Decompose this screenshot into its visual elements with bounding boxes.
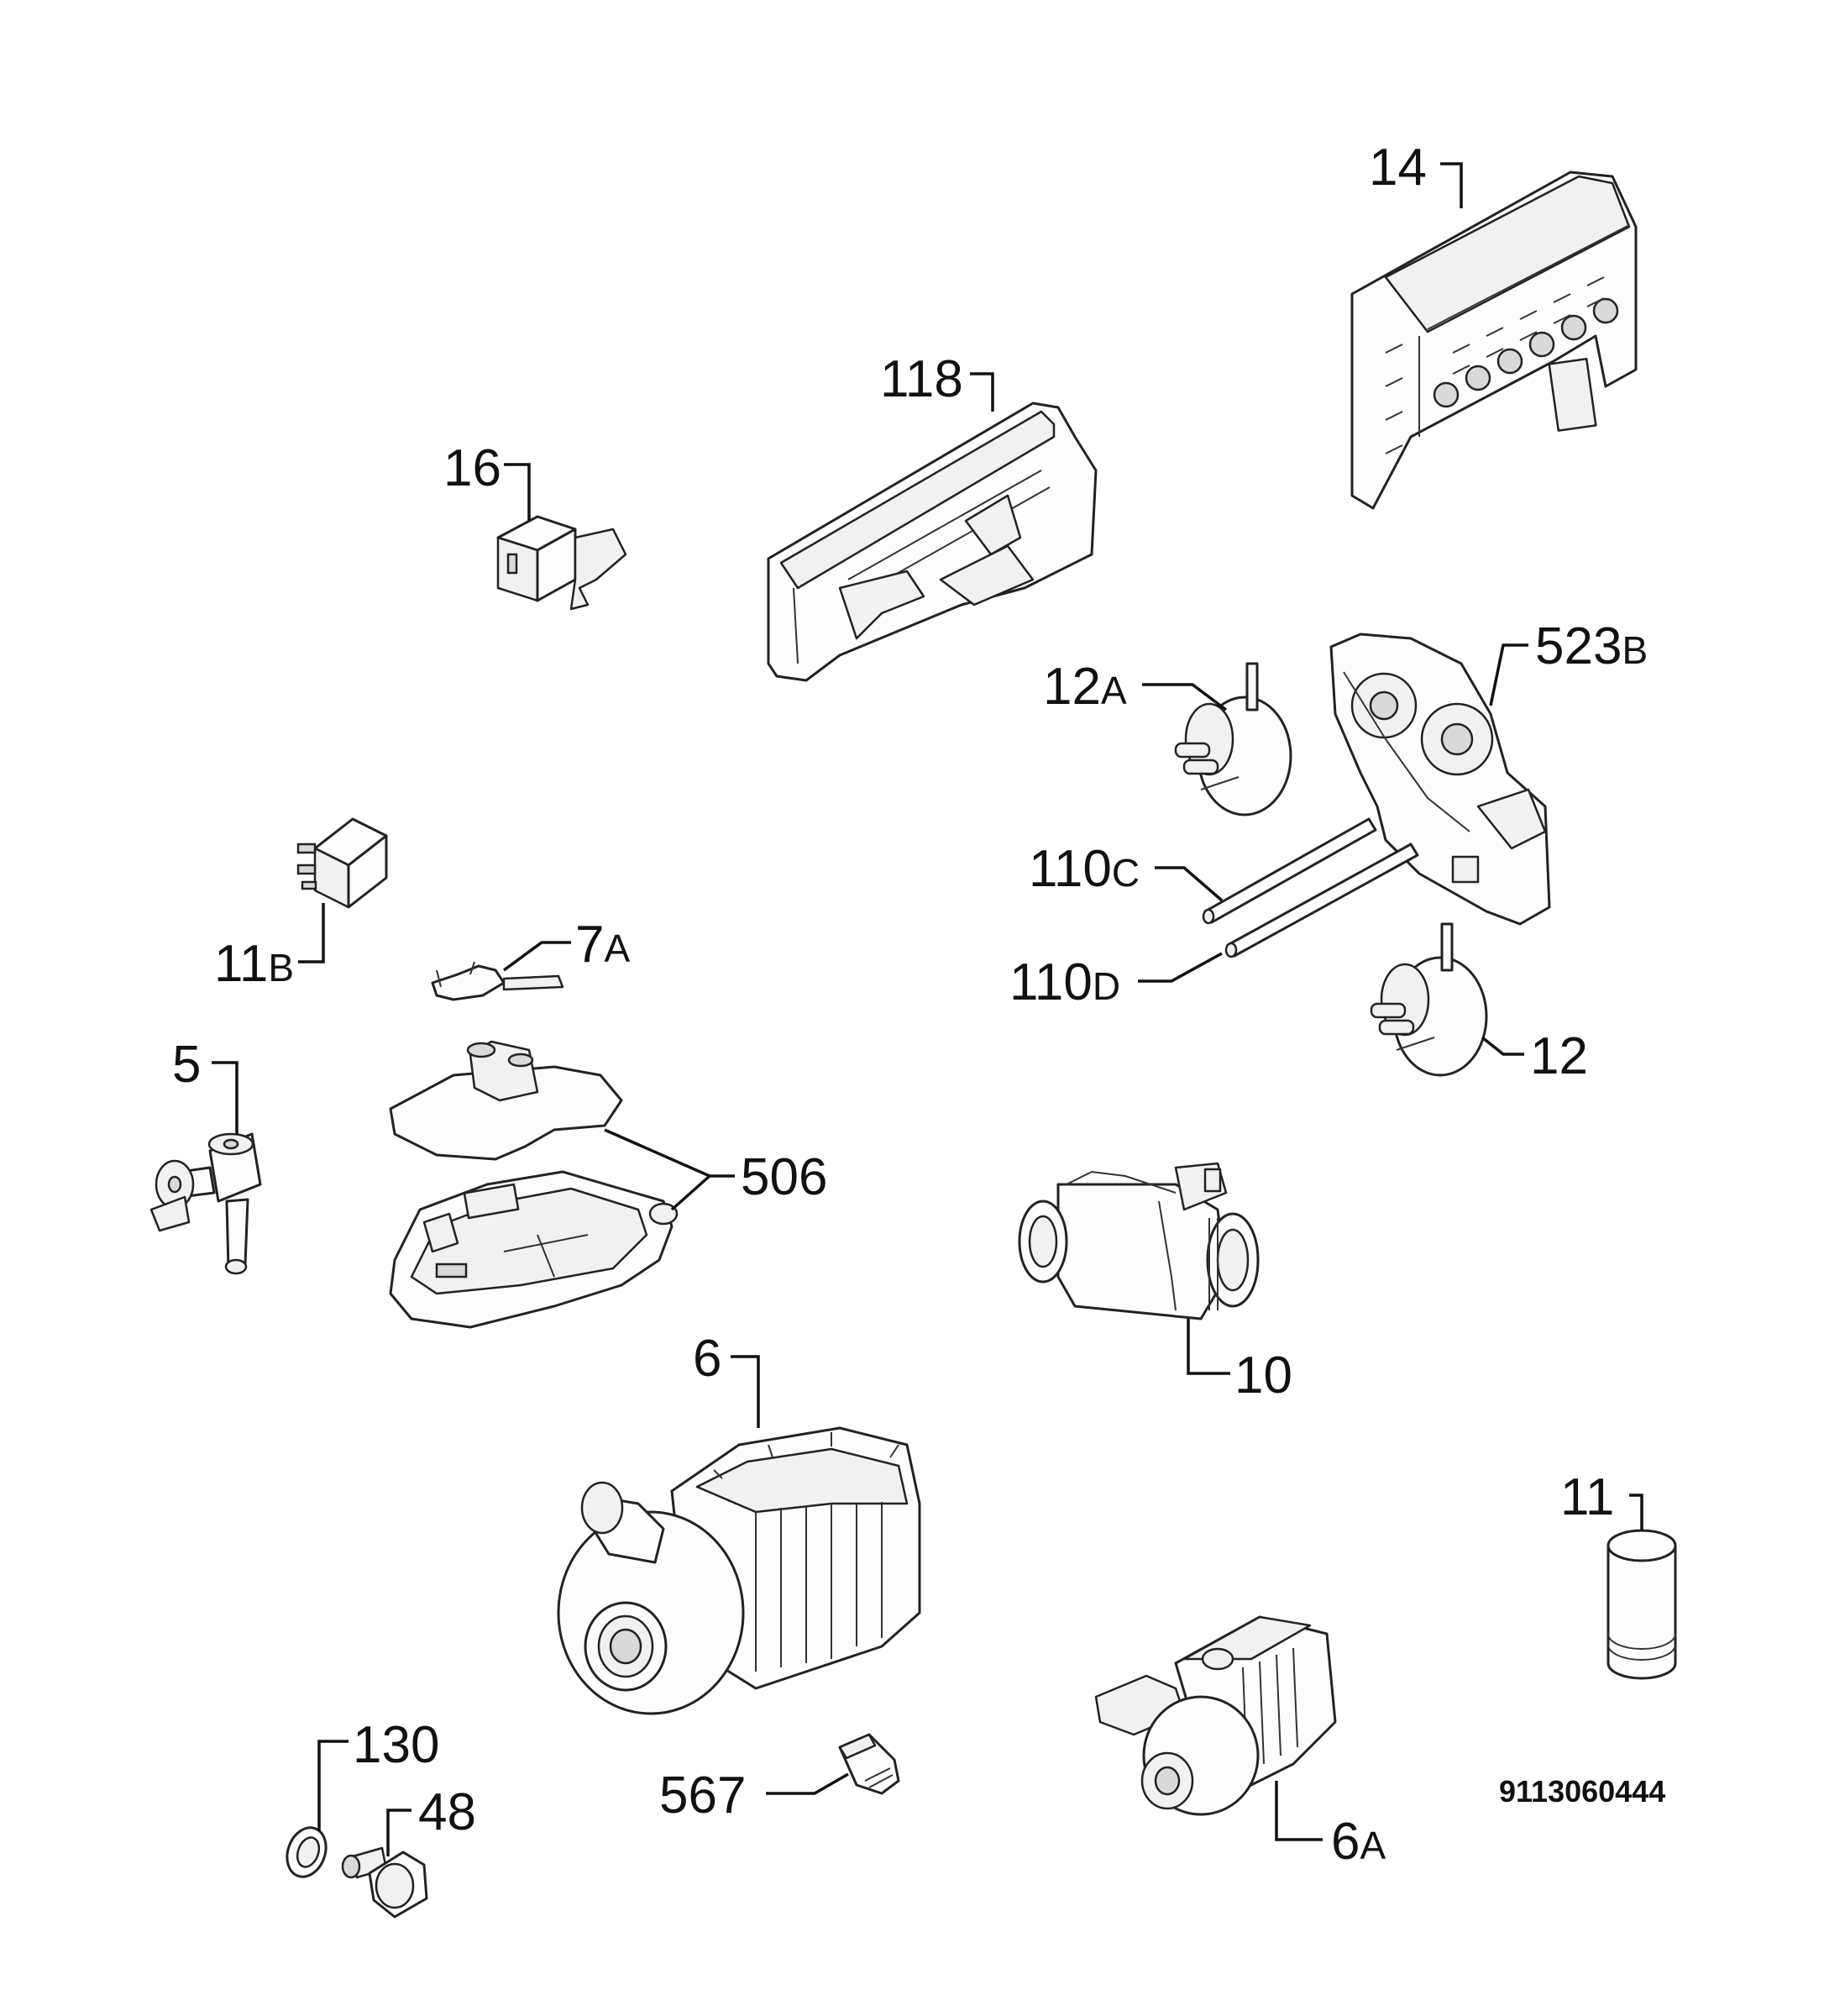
callout-6A: 6A: [1331, 1813, 1386, 1871]
callout-567: 567: [659, 1767, 746, 1824]
leader-lines: [212, 162, 1643, 1856]
pressure-switch-bracket-icon[interactable]: [1329, 633, 1551, 926]
inlet-valve-icon[interactable]: [149, 1132, 262, 1275]
heater-icon[interactable]: [1018, 1162, 1260, 1320]
circulation-pump-motor-icon[interactable]: [557, 1426, 921, 1715]
door-switch-icon[interactable]: [496, 515, 627, 611]
pressure-switch-icon[interactable]: [1174, 662, 1292, 816]
flood-protection-float-icon[interactable]: [389, 1170, 679, 1329]
callout-130: 130: [353, 1716, 439, 1774]
relay-icon[interactable]: [296, 817, 388, 909]
capacitor-icon[interactable]: [1606, 1529, 1677, 1680]
callout-506: 506: [741, 1148, 827, 1206]
callout-11: 11: [1560, 1468, 1614, 1526]
callout-6: 6: [693, 1330, 721, 1388]
flood-protection-float-icon[interactable]: [389, 1040, 623, 1161]
seal-ring-icon[interactable]: [280, 1822, 333, 1882]
callout-14: 14: [1369, 139, 1427, 197]
callout-118: 118: [880, 350, 963, 408]
callout-5: 5: [172, 1036, 201, 1094]
float-switch-icon[interactable]: [431, 961, 564, 1001]
callout-523B: 523B: [1535, 617, 1648, 675]
callout-110C: 110C: [1029, 840, 1140, 898]
drain-pump-icon[interactable]: [1094, 1615, 1337, 1816]
callout-12A: 12A: [1043, 658, 1127, 716]
callout-16: 16: [443, 439, 501, 497]
callout-10: 10: [1234, 1347, 1292, 1404]
callout-labels: 14 118 16 523B 12A 110C 110D 12 11B 7A 5…: [172, 139, 1648, 1871]
callout-7A: 7A: [575, 916, 630, 974]
clip-icon[interactable]: [838, 1733, 900, 1795]
callout-12: 12: [1530, 1027, 1588, 1085]
pressure-switch-icon[interactable]: [1370, 922, 1488, 1077]
hose-icon[interactable]: [1202, 817, 1419, 958]
callout-110D: 110D: [1009, 953, 1120, 1011]
electronic-control-module-icon[interactable]: [1350, 171, 1638, 510]
control-panel-housing-icon[interactable]: [767, 402, 1098, 682]
document-number: 9113060444: [1499, 1774, 1665, 1809]
plug-connector-icon[interactable]: [341, 1846, 428, 1919]
callout-11B: 11B: [214, 935, 294, 993]
callout-48: 48: [418, 1783, 476, 1841]
